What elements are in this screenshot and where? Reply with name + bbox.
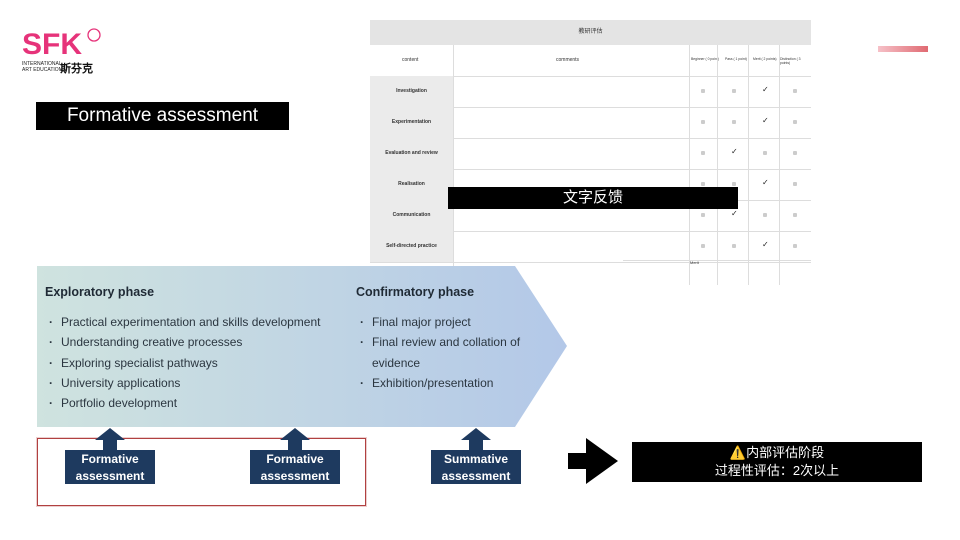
logo-chinese: 斯芬克 [60,61,93,74]
confirmatory-title: Confirmatory phase [356,285,475,299]
exploratory-item: Practical experimentation and skills dev… [45,312,345,333]
empty-box-icon [701,244,705,248]
empty-box-icon [793,120,797,124]
col-content: content [402,57,419,63]
empty-box-icon [701,182,705,186]
rubric-row-label: Self-directed practice [370,231,453,262]
rubric-row: Communication ✓ [370,200,811,232]
note-line2: 过程性评估：2次以上 [714,463,840,478]
logo-line1: INTERNATIONAL [22,61,62,67]
confirmatory-phase: Confirmatory phase Final major project F… [356,285,526,393]
accent-bar [878,46,928,52]
exploratory-phase: Exploratory phase Practical experimentat… [45,285,345,414]
empty-box-icon [793,213,797,217]
rubric-row-label: Evaluation and review [370,138,453,169]
rubric-row: Evaluation and review ✓ [370,138,811,170]
empty-box-icon [793,182,797,186]
col-pass: Pass ( 1 point) [725,57,747,61]
rubric-row-label: Realisation [370,169,453,200]
empty-box-icon [732,89,736,93]
rubric-row: Self-directed practice ✓ [370,231,811,263]
empty-box-icon [701,151,705,155]
empty-box-icon [701,89,705,93]
page-title: Formative assessment [36,102,289,130]
check-icon: ✓ [762,240,769,249]
up-arrow-icon [280,428,310,440]
rubric-footer: Merit [690,260,699,265]
confirmatory-item: Final major project [356,312,526,333]
logo-wordmark: SFK [22,28,82,61]
up-arrow-icon [95,428,125,440]
empty-box-icon [763,151,767,155]
text-feedback-label: 文字反馈 [448,187,738,209]
exploratory-item: University applications [45,373,345,394]
exploratory-item: Exploring specialist pathways [45,353,345,374]
rubric-row-label: Experimentation [370,107,453,138]
up-arrow-icon [461,428,491,440]
rubric-row-label: Communication [370,200,453,231]
rubric-header: 教研评估 [370,20,811,45]
phase-banner: Exploratory phase Practical experimentat… [37,266,567,427]
col-beginner: Beginner ( 0 point) [691,57,719,61]
empty-box-icon [793,244,797,248]
rubric-columns: content comments Beginner ( 0 point) Pas… [370,45,811,77]
rubric-row: Investigation ✓ [370,76,811,108]
col-comments: comments [556,57,580,63]
exploratory-title: Exploratory phase [45,285,155,299]
exploratory-item: Understanding creative processes [45,332,345,353]
internal-assessment-note: ⚠️内部评估阶段 过程性评估：2次以上 [632,442,922,482]
check-icon: ✓ [762,116,769,125]
empty-box-icon [732,120,736,124]
logo-line2: ART EDUCATION [22,67,63,73]
check-icon: ✓ [731,147,738,156]
right-arrow-icon [568,438,618,484]
col-merit: Merit ( 2 points) [753,57,777,61]
formative-highlight-frame [37,438,366,506]
rubric-row-label: Investigation [370,76,453,107]
rubric-table: 教研评估 content comments Beginner ( 0 point… [370,20,811,285]
sfk-logo: SFK INTERNATIONAL ART EDUCATION 斯芬克 [22,26,107,75]
empty-box-icon [793,89,797,93]
empty-box-icon [763,213,767,217]
col-distinction: Distinction ( 3 points) [780,57,801,65]
check-icon: ✓ [762,178,769,187]
exploratory-item: Portfolio development [45,393,345,414]
confirmatory-item: Exhibition/presentation [356,373,526,394]
empty-box-icon [732,182,736,186]
check-icon: ✓ [762,85,769,94]
empty-box-icon [701,120,705,124]
note-line1: ⚠️内部评估阶段 [729,445,825,460]
empty-box-icon [793,151,797,155]
check-icon: ✓ [731,209,738,218]
confirmatory-item: Final review and collation of evidence [356,332,526,373]
empty-box-icon [732,244,736,248]
rubric-row: Experimentation ✓ [370,107,811,139]
empty-box-icon [701,213,705,217]
